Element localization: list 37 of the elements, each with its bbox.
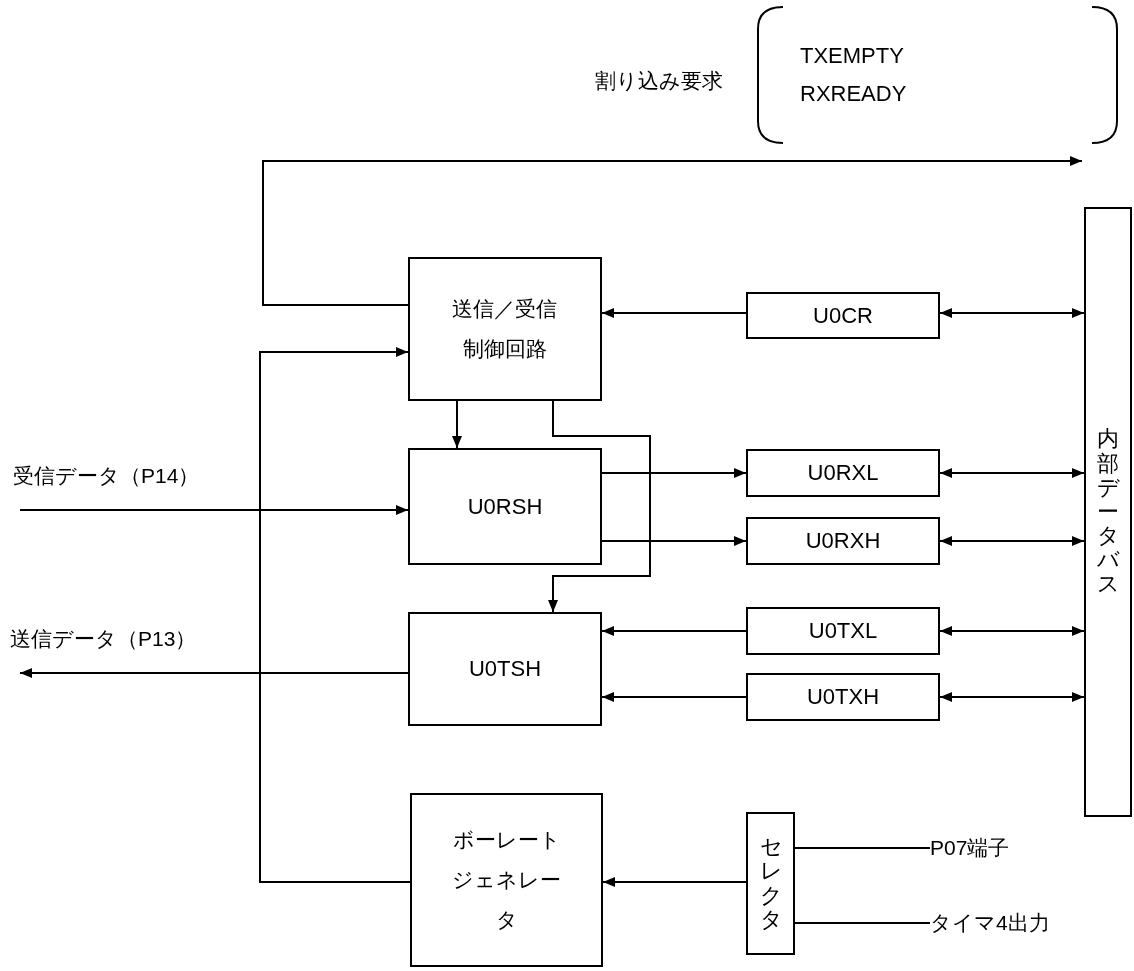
arrow [601, 536, 747, 546]
arrow [19, 505, 409, 515]
data-bus-bar: 内部データバス [1084, 207, 1132, 817]
register-box: U0RXL [746, 449, 940, 497]
arrow [601, 692, 747, 702]
pin-label: P07端子 [930, 834, 1050, 862]
signal-name: TXEMPTY [800, 45, 904, 67]
edge-label: 送信データ（P13） [10, 626, 197, 652]
control-circuit-box: 送信／受信制御回路 [408, 257, 602, 401]
connector-line [794, 922, 931, 924]
arrow [601, 626, 747, 636]
register-box: U0RXH [746, 517, 940, 565]
edge-label: 受信データ（P14） [13, 463, 200, 489]
arrow [939, 692, 1085, 702]
register-box: U0CR [746, 292, 940, 339]
arrow [601, 468, 747, 478]
shift-register-box: U0TSH [408, 612, 602, 726]
arrow [262, 156, 1083, 306]
register-box: U0TXL [746, 607, 940, 655]
arrow [939, 308, 1085, 318]
shift-register-box: U0RSH [408, 448, 602, 565]
arrow [602, 877, 747, 887]
arrow [939, 626, 1085, 636]
arrow [939, 536, 1085, 546]
arrow [548, 400, 651, 613]
arrow [452, 400, 462, 449]
caption-text: 割り込み要求 [595, 68, 723, 94]
connector-line [794, 847, 931, 849]
signal-name: RXREADY [800, 83, 907, 105]
arrow [259, 347, 411, 883]
pin-label: タイマ4出力 [930, 909, 1070, 937]
arrow [19, 668, 409, 678]
arrow [601, 308, 747, 318]
arrow [939, 468, 1085, 478]
register-box: U0TXH [746, 673, 940, 721]
selector-box: セレクタ [746, 812, 795, 955]
baud-generator-box: ボーレートジェネレータ [410, 793, 603, 967]
